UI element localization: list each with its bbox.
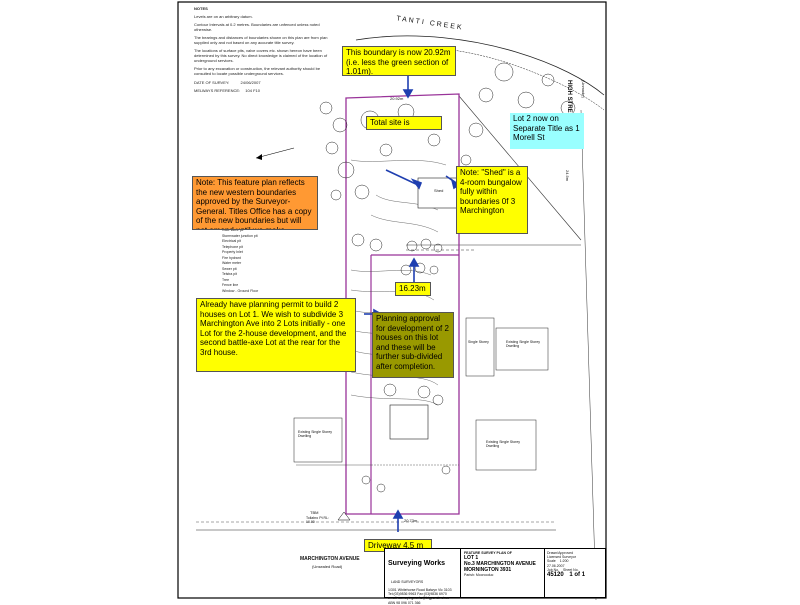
plan-address: No.3 MARCHINGTON AVENUE xyxy=(464,561,536,568)
company-email: email: surveyingworks@bigpond.net.au xyxy=(388,596,450,601)
dimension-right: 24.9m xyxy=(565,170,570,182)
trees xyxy=(319,62,576,493)
legend-item: Fence line xyxy=(222,283,239,287)
melways-value: 104 F10 xyxy=(245,88,260,93)
boundary-note: This boundary is now 20.92m (i.e. less t… xyxy=(342,46,456,76)
sheet-label: Sheet No. xyxy=(563,567,579,572)
creek-bank xyxy=(360,46,605,111)
company-subtitle: LAND SURVEYORS xyxy=(391,580,424,584)
date-value: 27.06.2007 xyxy=(547,563,565,568)
creek-line xyxy=(355,35,605,96)
legend-item: Telephone pit xyxy=(222,244,243,249)
notes-line: The locations of surface pits, valve cov… xyxy=(194,48,328,63)
plan-suburb: MORNINGTON 3931 xyxy=(464,567,512,574)
legend-item: Sewer pit xyxy=(222,266,237,271)
feature-plan-note: Note: This feature plan reflects the new… xyxy=(192,176,318,230)
notes-line: Contour Intervals at 0.2 metres. Boundar… xyxy=(194,22,320,32)
notes-line: Prior to any excavation or construction,… xyxy=(194,66,321,76)
tbm-label: TBM xyxy=(310,510,319,515)
company-name: Surveying Works xyxy=(388,560,446,567)
building-label: Existing Single Storey Dwelling xyxy=(506,340,541,348)
shed-outline xyxy=(417,177,459,209)
plan-title: FEATURE SURVEY PLAN OF xyxy=(464,551,512,555)
width-note: 16.23m xyxy=(395,282,431,296)
tbm-detail: Toilabro Pt RL: 10.00 xyxy=(306,516,329,524)
map-legend: Gate valve pit Stormwater junction pit E… xyxy=(222,228,258,294)
approval-note: Planning approval for development of 2 h… xyxy=(372,312,454,378)
permit-note: Already have planning permit to build 2 … xyxy=(196,298,356,372)
company-abn: ABN 98 096 071 366 xyxy=(388,600,421,605)
scale-label: Scale xyxy=(547,559,556,564)
high-street-line xyxy=(580,109,597,600)
sheet-value: 1 of 1 xyxy=(569,572,586,579)
surveyor-label: Licensed Surveyor xyxy=(547,555,576,560)
drawn-label: Drawn/Approved xyxy=(547,551,574,555)
legend-item: Telstra pit xyxy=(222,272,237,276)
north-arrow-icon xyxy=(255,147,295,160)
job-value: 45120 xyxy=(547,572,564,579)
title-block-meta: Drawn/Approved Licensed Surveyor Scale 1… xyxy=(545,549,607,597)
legend-item: Property Inlet xyxy=(222,250,243,254)
date-label: DATE OF SURVEY: xyxy=(194,80,230,85)
marchington-sublabel: (Unsealed Road) xyxy=(312,564,343,569)
shed-label: Shed xyxy=(434,188,444,193)
dimension-top: 20.92m xyxy=(390,96,404,101)
legend-item: Electrical pit xyxy=(222,239,241,243)
total-site-note: Total site is 1610M2 xyxy=(366,116,442,130)
shed-note: Note: "Shed" is a 4-room bungalow fully … xyxy=(456,166,528,234)
job-label: Job No. xyxy=(547,567,560,572)
title-block-company: Surveying Works LAND SURVEYORS 1/301 Whi… xyxy=(385,549,461,605)
building-label: Existing Single Storey Dwelling xyxy=(486,440,521,448)
lot-boundary xyxy=(345,93,460,515)
notes-line: The bearings and distances of boundaries… xyxy=(194,35,328,45)
marchington-label: MARCHINGTON AVENUE xyxy=(300,556,360,562)
building-label: Single Storey xyxy=(468,340,489,344)
dimension-bottom: 20.73m xyxy=(404,518,418,523)
plan-parish: Parish: Moorooduc xyxy=(464,573,494,578)
company-address: 1/301 Whitehorse Road Balwyn Vic 3103 xyxy=(388,588,452,592)
existing-house-outline xyxy=(389,404,429,440)
legend-item: Gate valve pit xyxy=(222,228,244,232)
title-block-description: FEATURE SURVEY PLAN OF LOT 1 No.3 MARCHI… xyxy=(461,549,545,597)
scale-value: 1:200 xyxy=(559,559,569,564)
survey-notes: NOTES Levels are on an arbitrary datum. … xyxy=(194,6,334,96)
plan-lot: LOT 1 xyxy=(464,555,479,562)
building-label: Existing Single Storey Dwelling xyxy=(298,430,333,438)
company-phone: Tel:(03)9836 9963 Fax:(03)9836 6970 xyxy=(388,592,447,597)
legend-item: Fire hydrant xyxy=(222,255,241,260)
legend-item: Tree xyxy=(222,277,230,282)
legend-item: Window - Ground Floor xyxy=(222,288,259,293)
legend-item: Water meter xyxy=(222,261,242,265)
legend-item: Stormwater junction pit xyxy=(222,233,258,238)
notes-heading: NOTES xyxy=(194,6,208,11)
lot2-note: Lot 2 now on Separate Title as 1 Morell … xyxy=(510,113,584,149)
high-street-sublabel: (Unmade) xyxy=(581,80,586,98)
melways-label: MELWAYS REFERENCE: xyxy=(194,88,241,93)
date-value: 24/06/2007 xyxy=(240,80,261,85)
notes-line: Levels are on an arbitrary datum. xyxy=(194,14,253,19)
title-block: Surveying Works LAND SURVEYORS 1/301 Whi… xyxy=(384,548,607,605)
